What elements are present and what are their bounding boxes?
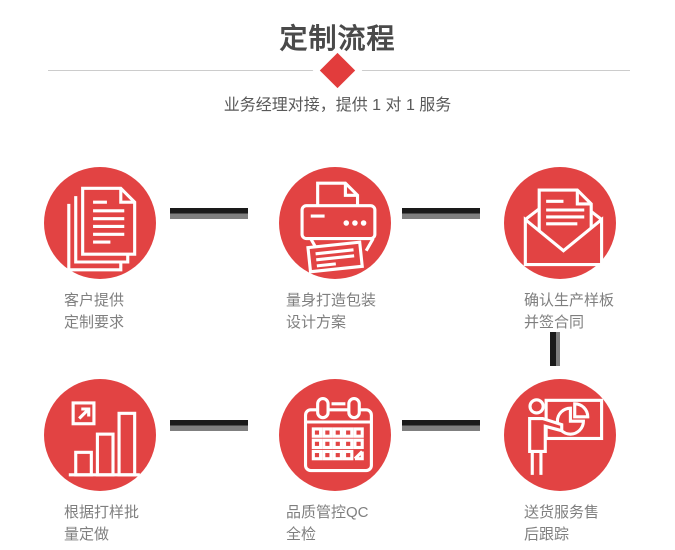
- step-label: 客户提供 定制要求: [44, 290, 204, 334]
- page-subtitle: 业务经理对接，提供 1 对 1 服务: [223, 97, 452, 114]
- step-label-line: 品质管控QC: [286, 504, 369, 521]
- step-label-line: 量定做: [64, 526, 110, 543]
- connector-bar-horizontal: [402, 420, 480, 431]
- step-label-line: 后跟踪: [524, 526, 570, 543]
- step-circle: [279, 379, 391, 491]
- process-step-2: 量身打造包装 设计方案: [279, 167, 439, 334]
- step-label-line: 定制要求: [64, 314, 125, 331]
- step-label: 品质管控QC 全检: [279, 502, 439, 546]
- growth-bar-chart-icon: [68, 401, 140, 477]
- process-step-6: 送货服务售 后跟踪: [504, 379, 664, 546]
- step-label-line: 并签合同: [524, 314, 585, 331]
- step-label-line: 根据打样批: [64, 504, 140, 521]
- step-circle: [44, 167, 156, 279]
- connector-bar-horizontal: [402, 208, 480, 219]
- calendar-icon: [303, 397, 373, 473]
- process-step-4: 根据打样批 量定做: [44, 379, 204, 546]
- step-circle: [504, 379, 616, 491]
- process-step-5: 品质管控QC 全检: [279, 379, 439, 546]
- step-label-line: 客户提供: [64, 292, 125, 309]
- connector-bar-horizontal: [170, 420, 248, 431]
- step-circle: [44, 379, 156, 491]
- connector-bar-vertical: [550, 332, 560, 366]
- process-step-3: 确认生产样板 并签合同: [504, 167, 664, 334]
- step-label-line: 全检: [286, 526, 317, 543]
- presentation-pie-chart-icon: [528, 398, 604, 475]
- open-envelope-letter-icon: [523, 188, 604, 267]
- step-label: 量身打造包装 设计方案: [279, 290, 439, 334]
- step-label-line: 设计方案: [286, 314, 347, 331]
- step-label-line: 送货服务售: [524, 504, 600, 521]
- diamond-icon: [319, 52, 356, 89]
- step-label-line: 确认生产样板: [524, 292, 615, 309]
- printer-icon: [300, 181, 377, 274]
- step-label-line: 量身打造包装: [286, 292, 377, 309]
- step-label: 确认生产样板 并签合同: [504, 290, 664, 334]
- page-title: 定制流程: [279, 23, 396, 54]
- step-circle: [504, 167, 616, 279]
- step-label: 根据打样批 量定做: [44, 502, 204, 546]
- process-step-1: 客户提供 定制要求: [44, 167, 204, 334]
- connector-bar-horizontal: [170, 208, 248, 219]
- step-circle: [279, 167, 391, 279]
- step-label: 送货服务售 后跟踪: [504, 502, 664, 546]
- stacked-documents-icon: [67, 186, 137, 272]
